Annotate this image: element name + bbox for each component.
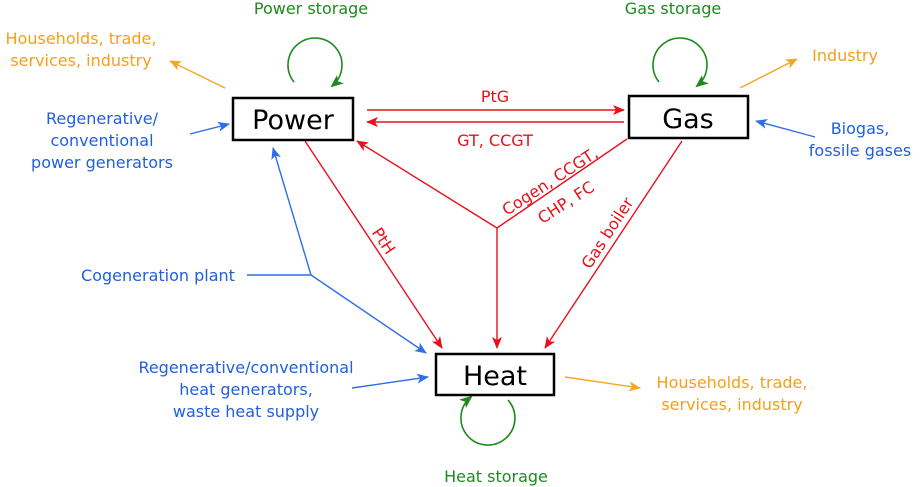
cogen-to-power-arrow	[356, 140, 498, 229]
heat-source-label-line1: Regenerative/conventional	[138, 358, 353, 377]
gas-sink-arrow	[739, 58, 798, 89]
cogen-input-line	[496, 138, 628, 229]
heat-sink-label-line1: Households, trade,	[657, 373, 808, 392]
power-storage-loop-arrow	[287, 37, 344, 88]
ptg-label: PtG	[481, 87, 509, 106]
gas-node: Gas	[627, 94, 750, 140]
cogen-plant-to-heat-arrow	[310, 274, 427, 354]
cogen-plant-label: Cogeneration plant	[81, 266, 235, 285]
heat-node: Heat	[434, 352, 556, 397]
gas-storage-label: Gas storage	[625, 0, 721, 18]
cogen-plant-to-power-arrow	[271, 147, 312, 276]
power-sink-arrow	[169, 60, 226, 89]
heat-node-label: Heat	[463, 361, 527, 392]
heat-storage-label: Heat storage	[444, 467, 548, 486]
gt-ccgt-label: GT, CCGT	[457, 131, 533, 150]
power-sink-label-line2: services, industry	[10, 51, 151, 70]
gas-node-label: Gas	[662, 104, 714, 135]
power-node-label: Power	[252, 105, 335, 136]
power-storage-label: Power storage	[254, 0, 368, 18]
gas-storage-loop-arrow	[652, 37, 709, 88]
power-source-label-line2: conventional	[50, 131, 153, 150]
power-source-label-line1: Regenerative/	[46, 109, 159, 128]
power-source-arrow	[189, 121, 230, 135]
power-node: Power	[231, 96, 355, 142]
pth-label: PtH	[368, 224, 399, 258]
gas-sink-label: Industry	[812, 46, 878, 65]
gas-source-label-line1: Biogas,	[831, 119, 890, 138]
heat-sink-arrow	[564, 376, 641, 392]
heat-sink-label-line2: services, industry	[661, 395, 802, 414]
heat-storage-loop-arrow	[459, 395, 516, 446]
power-source-label-line3: power generators	[31, 153, 173, 172]
gas-boiler-label: Gas boiler	[577, 194, 637, 273]
gas-source-label-line2: fossile gases	[809, 141, 911, 160]
power-sink-label-line1: Households, trade,	[6, 29, 157, 48]
pth-arrow	[304, 140, 443, 349]
heat-source-label-line3: waste heat supply	[173, 402, 319, 421]
heat-source-label-line2: heat generators,	[179, 380, 313, 399]
gas-boiler-arrow	[544, 140, 683, 349]
gas-source-arrow	[755, 119, 816, 138]
heat-source-arrow	[351, 373, 429, 389]
